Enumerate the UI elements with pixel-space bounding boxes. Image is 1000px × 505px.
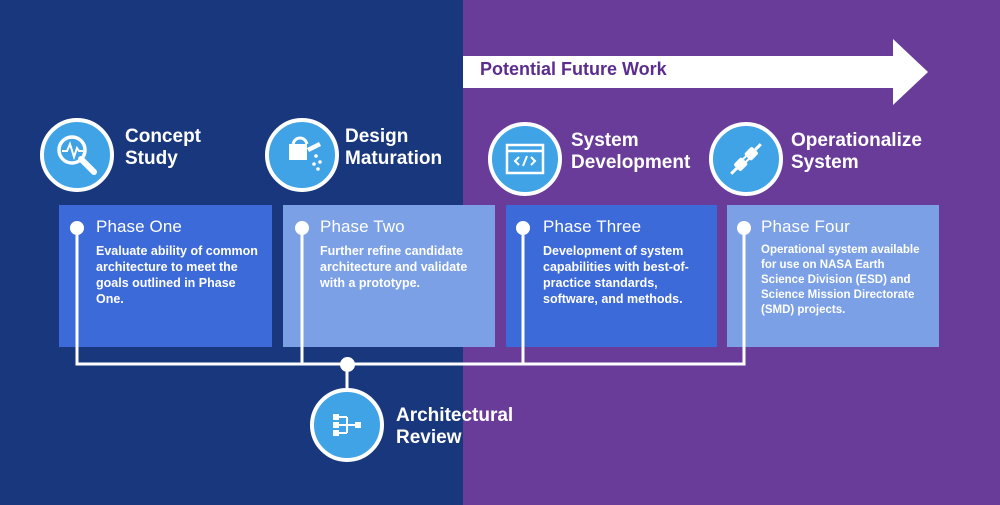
phase-one-node (70, 221, 84, 235)
review-junction-node (340, 357, 355, 372)
plug-icon (709, 122, 783, 196)
phase-title: Phase One (96, 217, 182, 236)
phase-title: Phase Two (320, 217, 405, 236)
phase-description: Operational system available for use on … (761, 244, 920, 316)
phase-description: Evaluate ability of common architecture … (96, 244, 258, 306)
future-work-label: Potential Future Work (480, 59, 667, 79)
magnifier-pulse-icon (40, 118, 114, 192)
phase-title: Phase Four (761, 217, 850, 236)
phase-box-three: Phase Three Development of system capabi… (506, 205, 717, 347)
future-work-arrow (463, 39, 928, 105)
phase-three-node (516, 221, 530, 235)
phase-title: Phase Three (543, 217, 642, 236)
phase-description: Development of system capabilities with … (543, 244, 689, 306)
phase-box-one: Phase One Evaluate ability of common arc… (59, 205, 272, 347)
phase-two-node (295, 221, 309, 235)
phase-four-node (737, 221, 751, 235)
phase-box-two: Phase Two Further refine candidate archi… (283, 205, 495, 347)
code-window-icon (488, 122, 562, 196)
watering-can-icon (265, 118, 339, 192)
phase-description: Further refine candidate architecture an… (320, 244, 468, 290)
phase-box-four: Phase Four Operational system available … (727, 205, 939, 347)
flowchart-icon (310, 388, 384, 462)
